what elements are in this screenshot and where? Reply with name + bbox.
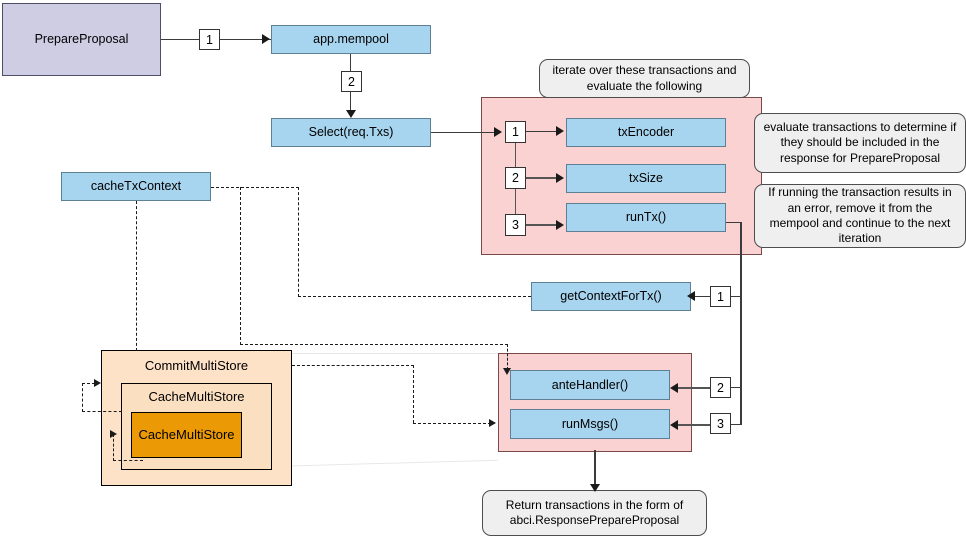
step-label-mempool: 1 (199, 29, 220, 50)
node-cache-multi-store-inner[interactable]: CacheMultiStore (131, 412, 242, 458)
edge-step-to-run-msgs-arrowhead (670, 420, 678, 430)
step-label-run-tx: 3 (505, 214, 526, 236)
edge-spine-to-step-ante (731, 387, 741, 389)
step-label-tx-encoder: 1 (505, 121, 526, 143)
step-label-ante-handler: 2 (710, 377, 731, 398)
faint-guide-bottom (271, 459, 498, 467)
dashed-store-right-arrowhead (489, 419, 496, 427)
faint-guide-top (292, 353, 498, 354)
node-get-context-for-tx-label: getContextForTx() (560, 289, 662, 304)
dashed-cachetx-down-store (136, 201, 137, 351)
edge-step2-to-tx-size (526, 177, 558, 179)
node-cache-tx-context-label: cacheTxContext (90, 179, 182, 194)
node-prepare-proposal-label: PrepareProposal (34, 32, 129, 47)
dashed-store-hook-bottom-arrowhead (110, 430, 117, 438)
step-label-run-msgs: 3 (710, 413, 731, 434)
dashed-branch-ante-arrowhead (503, 368, 511, 375)
edge-spine-to-step-runmsgs (731, 424, 741, 426)
step-label-tx-size: 2 (505, 167, 526, 189)
group-commit-multi-store-label: CommitMultiStore (144, 358, 249, 373)
dashed-store-right-down (413, 365, 414, 423)
edge-step2-to-tx-size-arrowhead (556, 173, 564, 183)
step-label-ante-handler-text: 2 (717, 380, 724, 395)
callout-iterate-text: iterate over these transactions and eval… (552, 63, 737, 93)
node-get-context-for-tx[interactable]: getContextForTx() (531, 282, 691, 311)
dashed-store-hook-bottom-v (113, 434, 114, 461)
edge-mempool-to-select-arrowhead (346, 110, 356, 118)
dashed-cachetx-down-a (298, 187, 299, 297)
dashed-store-hook-top-h (82, 411, 122, 412)
edge-step-to-ante-handler (678, 387, 711, 389)
edge-rungroup-to-return-arrowhead (590, 484, 600, 492)
node-run-msgs[interactable]: runMsgs() (510, 409, 670, 439)
node-app-mempool-label: app.mempool (313, 32, 389, 47)
step-label-tx-size-text: 2 (512, 171, 519, 185)
dashed-store-hook-top-v (82, 383, 83, 412)
edge-runtx-spine-top (726, 222, 741, 224)
step-label-mempool-text: 1 (206, 32, 213, 47)
node-cache-tx-context[interactable]: cacheTxContext (61, 172, 211, 201)
dashed-cachetx-to-getcontext (298, 296, 531, 297)
edge-step1-to-tx-encoder-arrowhead (556, 126, 564, 136)
node-tx-size-label: txSize (628, 171, 664, 186)
dashed-store-right-out (292, 365, 414, 366)
edge-select-to-iterate (431, 132, 496, 134)
edge-step1-to-tx-encoder (526, 131, 558, 133)
callout-return-text: Return transactions in the form of abci.… (505, 497, 684, 527)
edge-step-to-run-msgs (678, 424, 711, 426)
step-label-select: 2 (341, 71, 362, 92)
node-app-mempool[interactable]: app.mempool (271, 25, 431, 54)
callout-error: If running the transaction results in an… (754, 184, 966, 248)
node-tx-size[interactable]: txSize (566, 164, 726, 193)
edge-step-to-getcontext (691, 296, 711, 298)
dashed-cachetx-down-b (240, 187, 241, 345)
edge-select-to-iterate-arrowhead (494, 127, 502, 137)
node-prepare-proposal[interactable]: PrepareProposal (2, 3, 161, 76)
node-select-req-txs-label: Select(req.Txs) (308, 125, 394, 140)
step-label-get-context: 1 (710, 286, 731, 307)
step-label-tx-encoder-text: 1 (512, 125, 519, 139)
edge-spine-to-step-getcontext (731, 296, 741, 298)
callout-evaluate: evaluate transactions to determine if th… (754, 113, 966, 173)
step-label-run-tx-text: 3 (512, 218, 519, 232)
callout-error-text: If running the transaction results in an… (768, 185, 952, 246)
dashed-store-hook-top-arrowhead (94, 379, 101, 387)
edge-step-to-ante-handler-arrowhead (670, 383, 678, 393)
dashed-branch-to-right (240, 344, 508, 345)
dashed-cachetx-right (211, 187, 299, 188)
node-run-tx[interactable]: runTx() (566, 203, 726, 232)
node-ante-handler-label: anteHandler() (551, 377, 629, 392)
edge-step-to-getcontext-arrowhead (687, 291, 695, 301)
node-run-msgs-label: runMsgs() (561, 416, 619, 431)
edge-rungroup-to-return (594, 450, 596, 487)
callout-iterate: iterate over these transactions and eval… (539, 59, 750, 98)
callout-return: Return transactions in the form of abci.… (482, 490, 707, 536)
dashed-branch-down-to-ante (507, 344, 508, 370)
step-label-select-text: 2 (348, 74, 355, 89)
callout-evaluate-text: evaluate transactions to determine if th… (763, 119, 957, 165)
dashed-store-hook-top-in (82, 383, 95, 384)
node-tx-encoder-label: txEncoder (617, 125, 675, 140)
edge-step3-to-run-tx (526, 224, 558, 226)
node-tx-encoder[interactable]: txEncoder (566, 118, 726, 147)
node-ante-handler[interactable]: anteHandler() (510, 370, 670, 400)
group-cache-multi-store-outer-label: CacheMultiStore (148, 389, 245, 404)
edge-prepare-to-mempool-arrowhead (262, 34, 270, 44)
node-run-tx-label: runTx() (625, 210, 667, 225)
dashed-store-hook-bottom-h (113, 460, 143, 461)
step-label-get-context-text: 1 (717, 289, 724, 304)
step-label-run-msgs-text: 3 (717, 416, 724, 431)
node-cache-multi-store-inner-label: CacheMultiStore (138, 427, 235, 443)
node-select-req-txs[interactable]: Select(req.Txs) (271, 118, 431, 147)
edge-steps-connector-2-3 (515, 189, 517, 214)
edge-steps-connector-1-2 (515, 143, 517, 167)
dashed-store-right-to-runmsgs (413, 423, 491, 424)
edge-runtx-spine-vertical (740, 222, 742, 425)
edge-step3-to-run-tx-arrowhead (556, 220, 564, 230)
